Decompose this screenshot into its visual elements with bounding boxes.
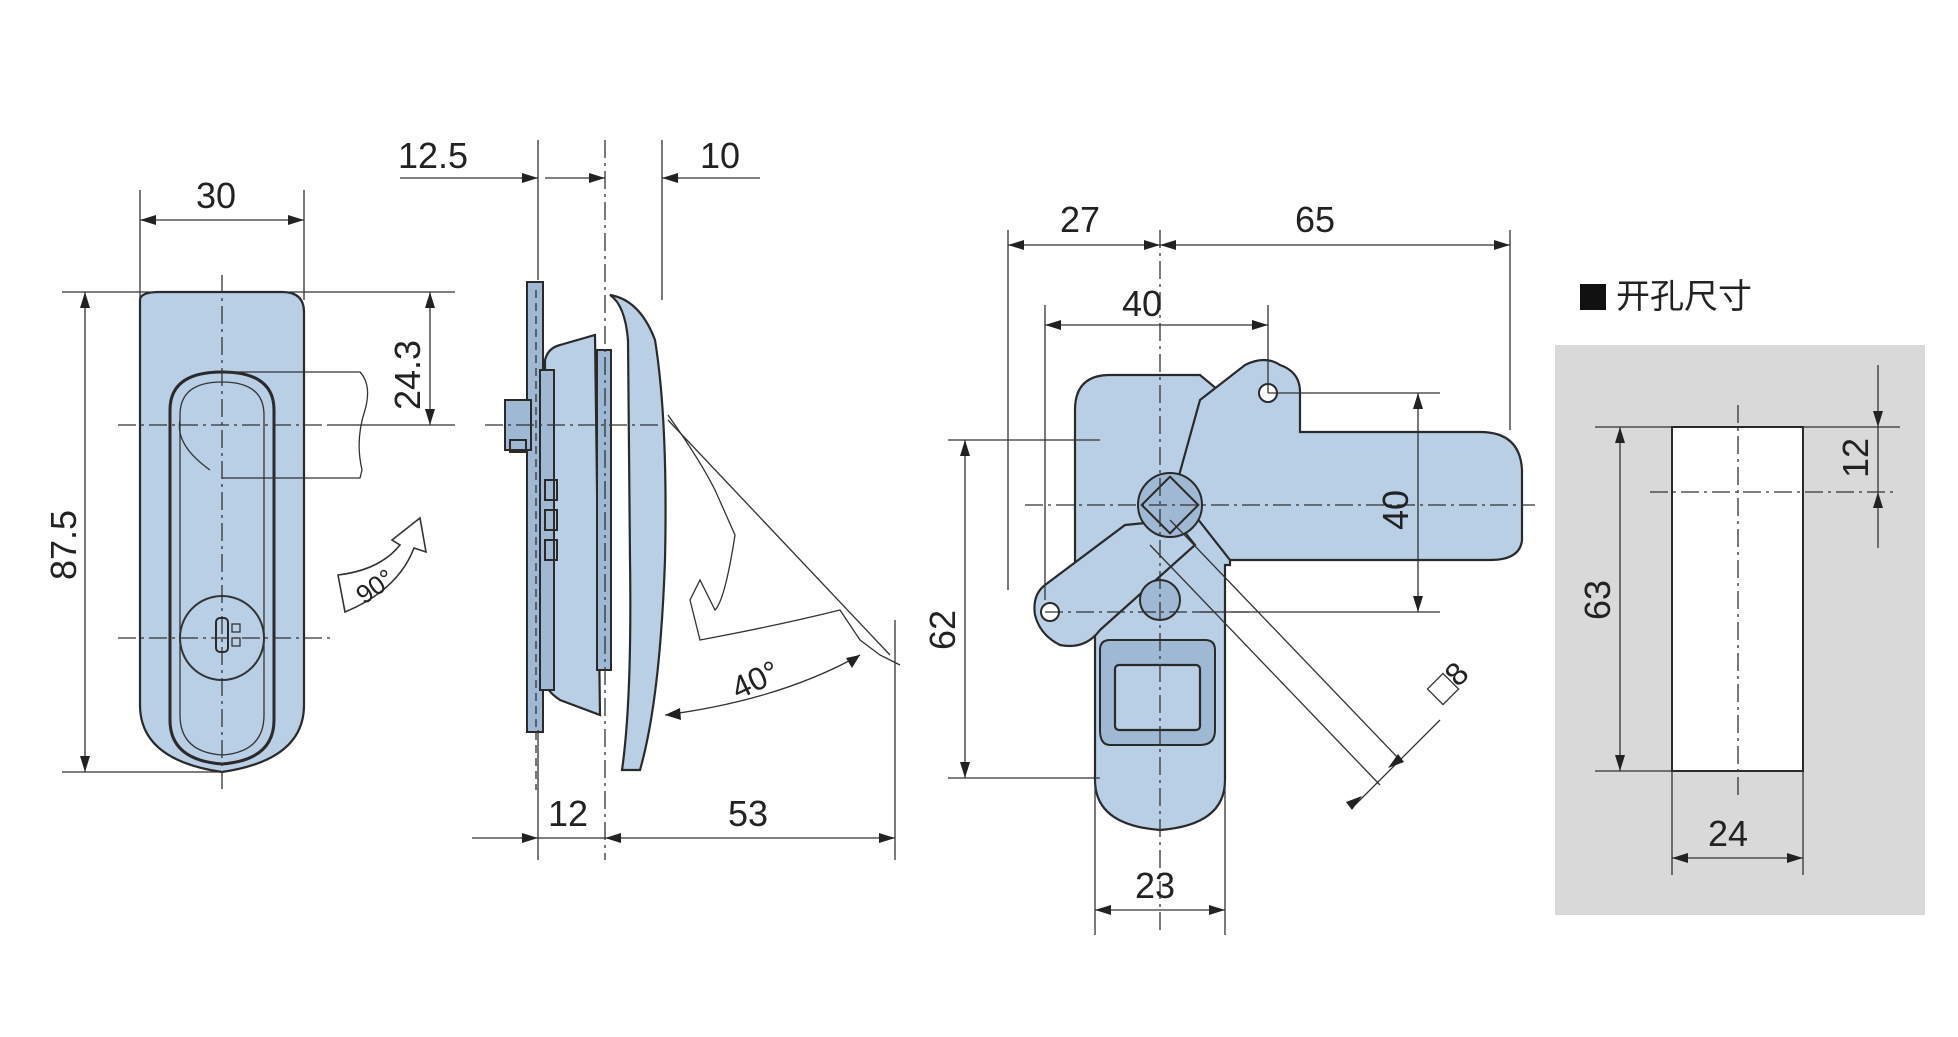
- cam-arm: [1173, 358, 1524, 562]
- cutout-legend: 开孔尺寸: [1580, 277, 1752, 317]
- handle-swing-outline: [667, 414, 901, 666]
- lever-arm: [1033, 518, 1197, 648]
- side-view: 40° 12.5 10 12 53: [398, 135, 901, 860]
- dim-23: 23: [1135, 865, 1175, 906]
- dim-square-8: 8: [1437, 655, 1475, 693]
- dim-63: 63: [1577, 580, 1618, 620]
- dim-offset-24-3: 24.3: [387, 340, 428, 410]
- dim-27: 27: [1060, 199, 1100, 240]
- rotation-arrow-icon: [337, 516, 428, 614]
- square-spindle: [1137, 472, 1203, 538]
- handle-recess: [168, 370, 276, 766]
- dim-62: 62: [922, 610, 963, 650]
- dim-10: 10: [700, 135, 740, 176]
- dim-65: 65: [1295, 199, 1335, 240]
- front-view: 30 87.5 24.3 90°: [43, 175, 455, 790]
- dim-12-5: 12.5: [398, 135, 468, 176]
- bezel-side: [609, 293, 667, 772]
- angle-40: 40°: [726, 653, 785, 706]
- dim-24: 24: [1708, 813, 1748, 854]
- cutout-panel: 63 12 24: [1555, 345, 1925, 915]
- dim-53: 53: [728, 793, 768, 834]
- dim-40-vertical: 40: [1375, 490, 1416, 530]
- dim-width-30: 30: [196, 175, 236, 216]
- rear-view: 27 65 40 40 62 8 23: [922, 199, 1535, 935]
- dim-12: 12: [548, 793, 588, 834]
- dim-40-horizontal: 40: [1122, 283, 1162, 324]
- dim-12-cutout: 12: [1835, 438, 1876, 478]
- dim-height-87-5: 87.5: [43, 510, 84, 580]
- legend-square-icon: [1580, 284, 1606, 310]
- cutout-title: 开孔尺寸: [1616, 277, 1752, 317]
